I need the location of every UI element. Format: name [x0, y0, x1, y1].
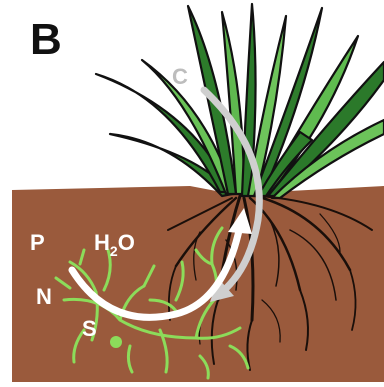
sulfur-label: S	[82, 318, 97, 340]
water-label: H2O	[94, 232, 135, 254]
grass-plant	[96, 4, 384, 198]
nitrogen-label: N	[36, 286, 52, 308]
water-subscript: 2	[110, 243, 118, 259]
phosphorus-label: P	[30, 232, 45, 254]
water-main: H	[94, 230, 110, 255]
hyphae-spore	[110, 336, 122, 348]
water-tail: O	[118, 230, 135, 255]
panel-label: B	[30, 18, 62, 62]
carbon-label: C	[172, 66, 188, 88]
